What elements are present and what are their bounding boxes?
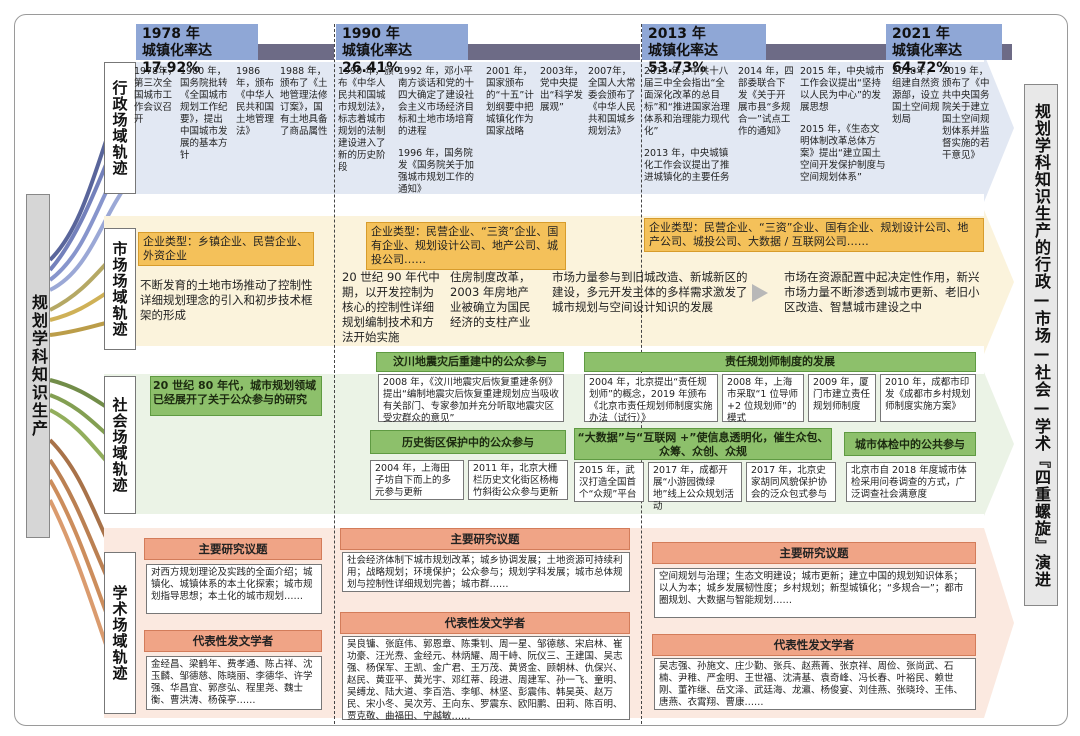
academic-scholars-header-2: 代表性发文学者: [340, 612, 630, 634]
social-header-bigdata: “大数据”与“互联网 +”使信息透明化，催生众包、众筹、众创、众规: [574, 428, 832, 460]
social-header-checkup: 城市体检中的公共参与: [844, 432, 976, 456]
admin-event: 1986年，颁布《中华人民共和国土地管理法》: [236, 66, 275, 137]
social-text-wenchuan: 2008 年，《汶川地震灾后恢复重建条例》提出“编制地震灾后恢复重建规划应当吸收…: [378, 374, 564, 424]
social-text-bigdata-3: 2017 年，北京史家胡同风貌保护协会的泛众包式参与: [746, 462, 836, 502]
year-box-2021: 2021 年城镇化率达 64.72%: [886, 24, 1002, 76]
domain-social: 社会场域轨迹: [104, 376, 136, 514]
market-band-arrow: [984, 210, 1014, 354]
domain-admin: 行政场域轨迹: [104, 62, 136, 194]
academic-scholars-3: 吴志强、孙施文、庄少勤、张兵、赵燕菁、张京祥、周俭、张尚武、石楠、尹稚、严金明、…: [654, 658, 976, 710]
social-text-checkup: 北京市自 2018 年度城市体检采用问卷调查的方式，广泛调查社会满意度: [846, 462, 976, 502]
main-right-label: 规划学科知识生产的行政—市场—社会—学术『四重螺旋』演进: [1024, 84, 1058, 606]
social-text-duty-1: 2004 年，北京提出“责任规划师”的概念，2019 年颁布《北京市责任规划师制…: [584, 374, 718, 424]
social-text-bigdata-2: 2017 年，成都开展“小游园微绿地”线上公众规划活动: [648, 462, 742, 512]
social-text-historic-2: 2011 年，北京大栅栏历史文化街区杨梅竹斜街公众参与更新: [468, 460, 568, 500]
year-label: 1978 年: [142, 26, 200, 42]
admin-band-arrow: [984, 54, 1014, 202]
social-text-historic-1: 2004 年，上海田子坊自下而上的多元参与更新: [370, 460, 464, 500]
year-label: 1990 年: [342, 26, 400, 42]
academic-scholars-header-3: 代表性发文学者: [652, 634, 976, 656]
admin-event: 2015 年，《生态文明体制改革总体方案》提出“建立国土空间开发保护制度与空间规…: [800, 124, 886, 183]
admin-event: 1996 年，国务院发《国务院关于加强城市规划工作的通知》: [398, 148, 475, 195]
social-text-duty-2: 2008 年，上海市采取“1 位导师 +2 位规划师”的模式: [722, 374, 804, 424]
market-enterprise-types-2: 企业类型：民营企业、“三资”企业、国有企业、规划设计公司、地产公司、城投公司……: [366, 222, 566, 270]
market-text-4: 市场力量参与到旧城改造、新城新区的建设，多元开发主体的多样需求激发了城市规划与空…: [552, 270, 748, 314]
academic-topics-1: 对西方规划理论及实践的全面介绍；城镇化、城镇体系的本土化探索；城市规划指导思想；…: [146, 564, 322, 614]
admin-event: 2007年，全国人大常委会颁布了《中华人民共和国城乡规划法》: [588, 66, 636, 137]
market-text-3: 住房制度改革，2003 年房地产业被确立为国民经济的支柱产业: [450, 270, 531, 329]
market-enterprise-types-3: 企业类型：民营企业、“三资”企业、国有企业、规划设计公司、地产公司、城投公司、大…: [644, 218, 984, 252]
admin-event: 2018年，组建自然资源部，设立国土空间规划局: [892, 66, 940, 125]
timeline-segment-1: [258, 44, 334, 60]
year-box-2013: 2013 年城镇化率达 53.73%: [642, 24, 766, 76]
admin-event: 2001 年，国家颁布的“十五”计划纲要中把城镇化作为国家战略: [486, 66, 534, 137]
academic-topics-header-2: 主要研究议题: [340, 528, 630, 550]
urbanization-rate: 城镇化率达 26.41%: [342, 43, 412, 76]
admin-event: 1988 年，颁布了《土地管理法修订案》，国有土地具备了商品属性: [280, 66, 328, 137]
social-text-duty-3: 2009 年，厦门市建立责任规划师制度: [808, 374, 876, 422]
academic-band-arrow: [984, 528, 1014, 718]
social-text-duty-4: 2010 年，成都市印发《成都市乡村规划师制度实施方案》: [880, 374, 976, 422]
admin-event: 1980 年，国务院批转《全国城市规划工作纪要》，提出中国城市发展的基本方针: [180, 66, 228, 161]
social-header-wenchuan: 汶川地震灾后重建中的公众参与: [376, 352, 564, 372]
market-progress-arrow: [752, 284, 768, 302]
academic-scholars-1: 金经昌、梁鹤年、费孝通、陈占祥、沈玉麟、邹德慈、陈晓丽、李德华、许学强、华昌宜、…: [146, 656, 322, 710]
admin-event: 2003年，党中央提出“科学发展观”: [540, 66, 584, 113]
social-intro: 20 世纪 80 年代，城市规划领域已经展开了关于公众参与的研究: [150, 376, 322, 416]
year-label: 2013 年: [648, 26, 706, 42]
market-enterprise-types-1: 企业类型：乡镇企业、民营企业、外资企业: [138, 232, 314, 266]
domain-market: 市场场域轨迹: [104, 228, 136, 350]
admin-event: 1990 年，颁布《中华人民共和国城市规划法》，标志着城市规划的法制建设进入了新…: [338, 66, 394, 173]
admin-event: 2015 年，中央城市工作会议提出“坚持以人民为中心”的发展思想: [800, 66, 885, 113]
social-text-bigdata-1: 2015 年，武汉打造全国首个“众规”平台: [574, 462, 644, 502]
social-band-arrow: [984, 372, 1014, 516]
market-text-2: 20 世纪 90 年代中期，以开发控制为核心的控制性详细规划编制技术和方法开始实…: [342, 270, 440, 344]
academic-scholars-2: 吴良镛、张庭伟、郭恩章、陈秉钊、周一星、邹德慈、宋启林、崔功豪、汪光焘、金经元、…: [342, 636, 630, 722]
academic-scholars-header-1: 代表性发文学者: [144, 630, 322, 652]
admin-event: 1978年，第三次全国城市工作会议召开: [134, 66, 178, 125]
timeline-segment-4: [1002, 44, 1012, 60]
domain-academic: 学术场域轨迹: [104, 552, 136, 714]
urbanization-rate: 城镇化率达 17.92%: [142, 43, 212, 76]
year-box-1990: 1990 年城镇化率达 26.41%: [336, 24, 468, 76]
main-left-label: 规划学科知识生产: [26, 194, 50, 538]
urbanization-rate: 城镇化率达 53.73%: [648, 43, 718, 76]
academic-topics-2: 社会经济体制下城市规划改革；城乡协调发展；土地资源可持续利用；战略规划；环境保护…: [342, 552, 630, 592]
timeline-segment-2: [468, 44, 640, 60]
admin-band: [104, 62, 984, 194]
admin-event: 2019 年，颁布了《中共中央国务院关于建立国土空间规划体系并监督实施的若干意见…: [942, 66, 990, 161]
social-header-historic: 历史街区保护中的公众参与: [370, 430, 566, 454]
year-box-1978: 1978 年城镇化率达 17.92%: [136, 24, 258, 76]
market-text-5: 市场在资源配置中起决定性作用，新兴市场力量不断渗透到城市更新、老旧小区改造、智慧…: [784, 270, 980, 314]
year-label: 2021 年: [892, 26, 950, 42]
admin-event: 2013 年，中央城镇化工作会议提出了推进城镇化的主要任务: [644, 148, 730, 183]
academic-topics-header-1: 主要研究议题: [144, 538, 322, 560]
admin-event: 2013 年，中共十八届三中全会指出“全面深化改革的总目标”和“推进国家治理体系…: [644, 66, 730, 137]
academic-topics-3: 空间规划与治理；生态文明建设；城市更新；建立中国的规划知识体系；以人为本；城乡发…: [654, 568, 976, 618]
timeline-segment-3: [766, 44, 886, 60]
admin-event: 1992 年，邓小平南方谈话和党的十四大确定了建设社会主义市场经济目标和土地市场…: [398, 66, 475, 137]
urbanization-rate: 城镇化率达 64.72%: [892, 43, 962, 76]
social-header-duty-planner: 责任规划师制度的发展: [584, 352, 976, 372]
academic-topics-header-3: 主要研究议题: [652, 542, 976, 564]
market-text-1: 不断发育的土地市场推动了控制性详细规划理念的引入和初步技术框架的形成: [140, 278, 313, 322]
period-divider-1990: [334, 24, 335, 724]
admin-event: 2014 年，四部委联合下发《关于开展市县“多规合一”试点工作的通知》: [738, 66, 794, 137]
